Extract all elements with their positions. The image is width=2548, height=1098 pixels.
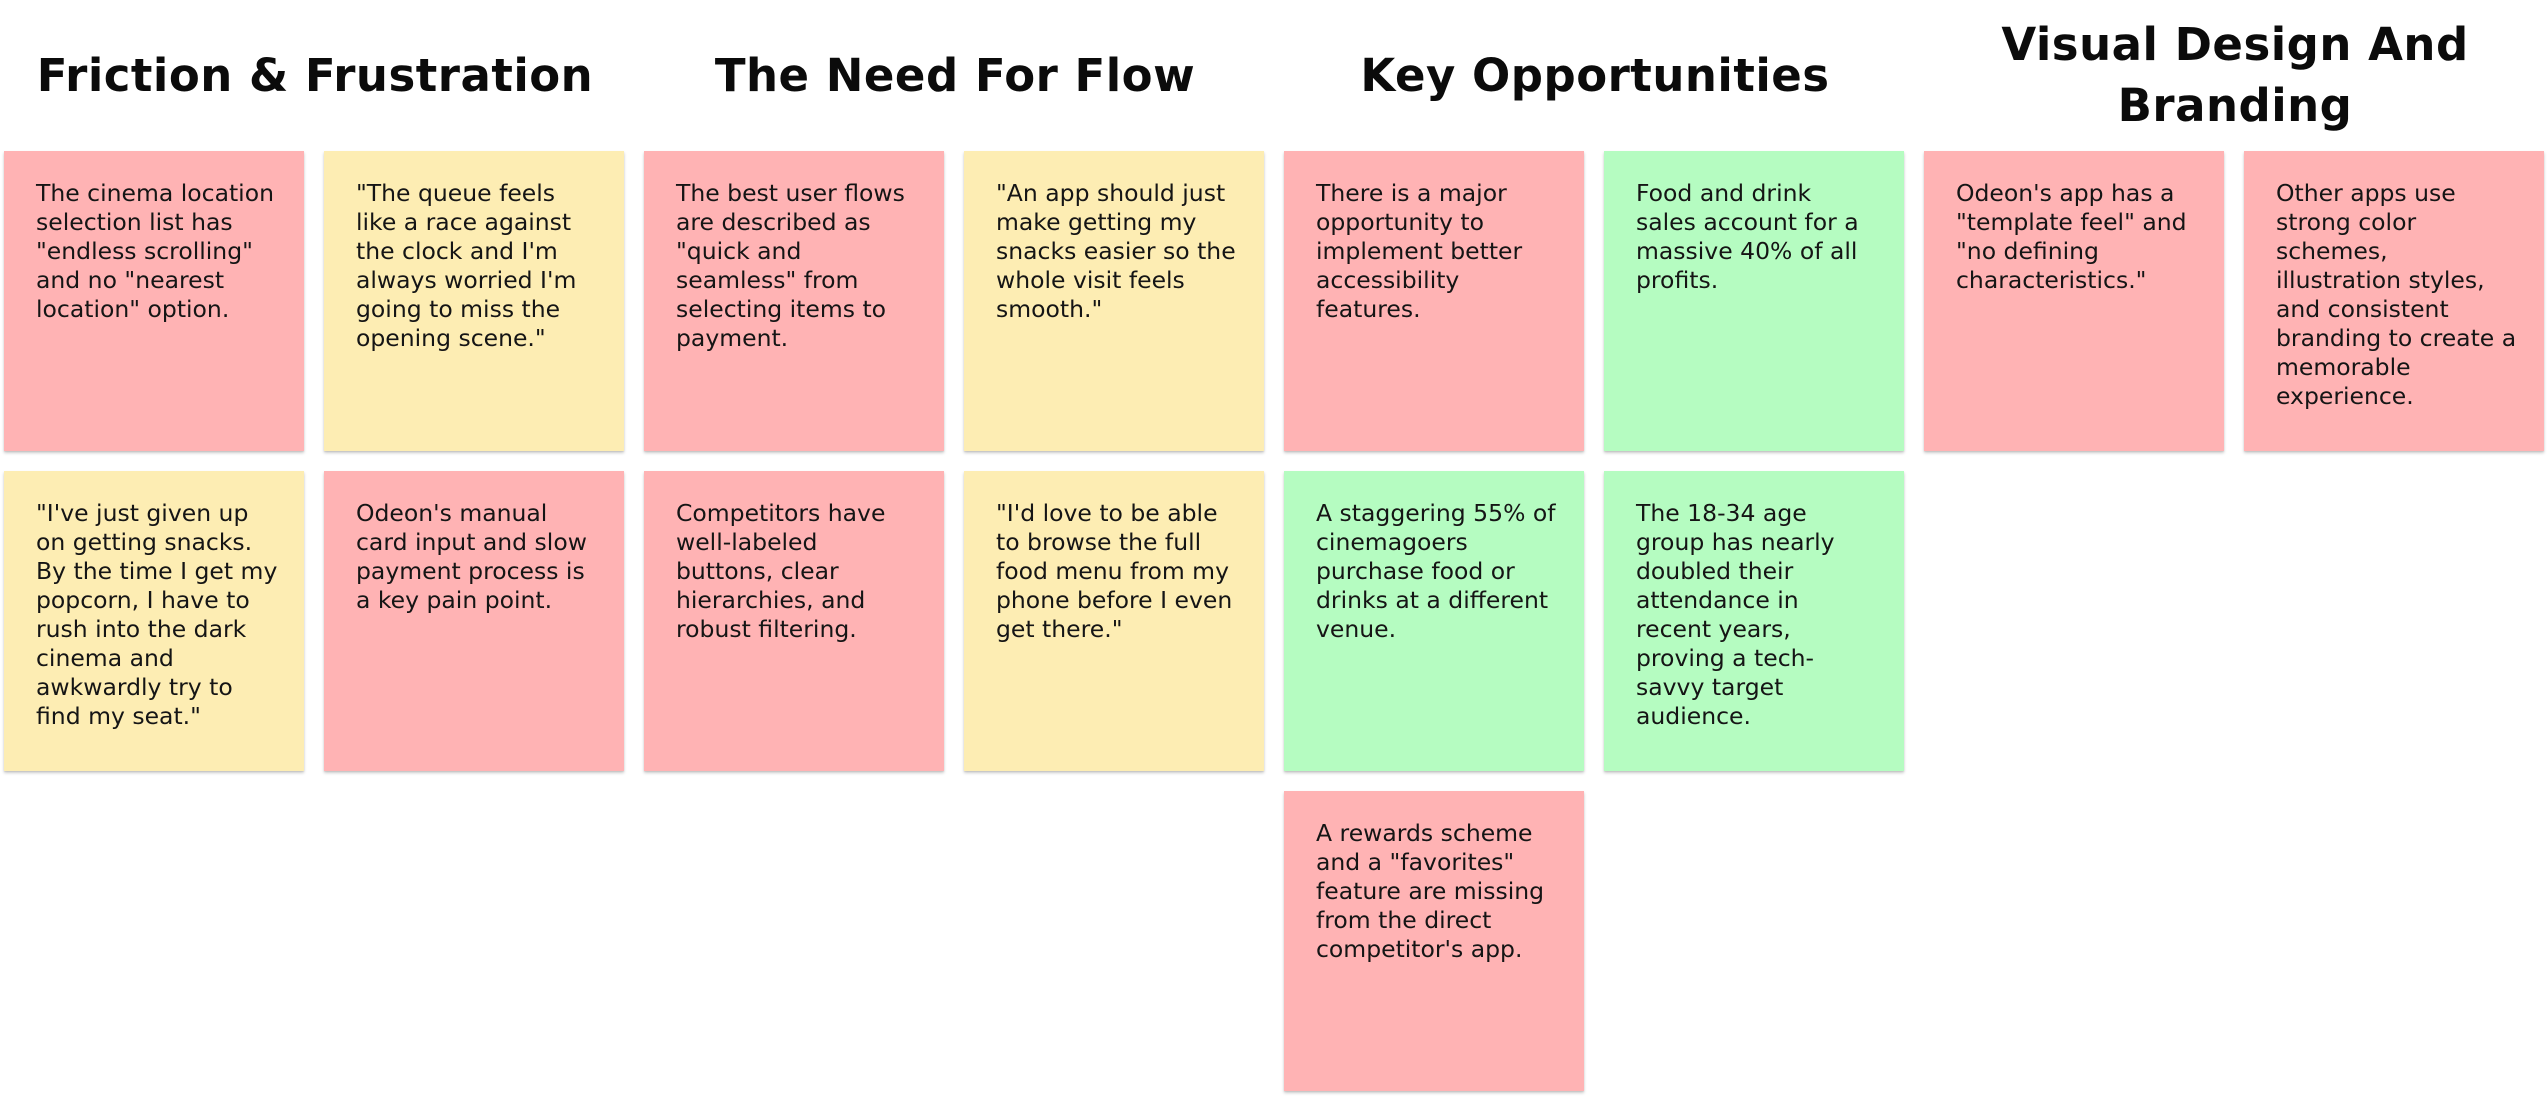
sticky-note-best-user-flows[interactable]: The best user flows are described as "qu… — [644, 151, 944, 451]
sticky-note-18-34-age-group[interactable]: The 18-34 age group has nearly doubled t… — [1604, 471, 1904, 771]
sticky-note-rewards-scheme[interactable]: A rewards scheme and a "favorites" featu… — [1284, 791, 1584, 1091]
sticky-note-location-scrolling[interactable]: The cinema location selection list has "… — [4, 151, 304, 451]
heading-visual-design-branding: Visual Design And Branding — [1915, 14, 2548, 136]
sticky-note-given-up-snacks[interactable]: "I've just given up on getting snacks. B… — [4, 471, 304, 771]
sticky-note-food-drink-sales[interactable]: Food and drink sales account for a massi… — [1604, 151, 1904, 451]
sticky-note-strong-branding[interactable]: Other apps use strong color schemes, ill… — [2244, 151, 2544, 451]
sticky-note-browse-menu[interactable]: "I'd love to be able to browse the full … — [964, 471, 1264, 771]
heading-visual-design-line2: Branding — [2117, 79, 2353, 132]
sticky-note-manual-card-input[interactable]: Odeon's manual card input and slow payme… — [324, 471, 624, 771]
heading-visual-design-line1: Visual Design And — [2001, 18, 2469, 71]
sticky-note-accessibility[interactable]: There is a major opportunity to implemen… — [1284, 151, 1584, 451]
sticky-note-55-percent[interactable]: A staggering 55% of cinemagoers purchase… — [1284, 471, 1584, 771]
heading-friction-frustration: Friction & Frustration — [36, 49, 594, 102]
sticky-note-queue-race[interactable]: "The queue feels like a race against the… — [324, 151, 624, 451]
sticky-note-snacks-easier[interactable]: "An app should just make getting my snac… — [964, 151, 1264, 451]
sticky-note-competitor-buttons[interactable]: Competitors have well-labeled buttons, c… — [644, 471, 944, 771]
heading-need-for-flow: The Need For Flow — [714, 49, 1196, 102]
sticky-note-template-feel[interactable]: Odeon's app has a "template feel" and "n… — [1924, 151, 2224, 451]
heading-key-opportunities: Key Opportunities — [1360, 49, 1830, 102]
